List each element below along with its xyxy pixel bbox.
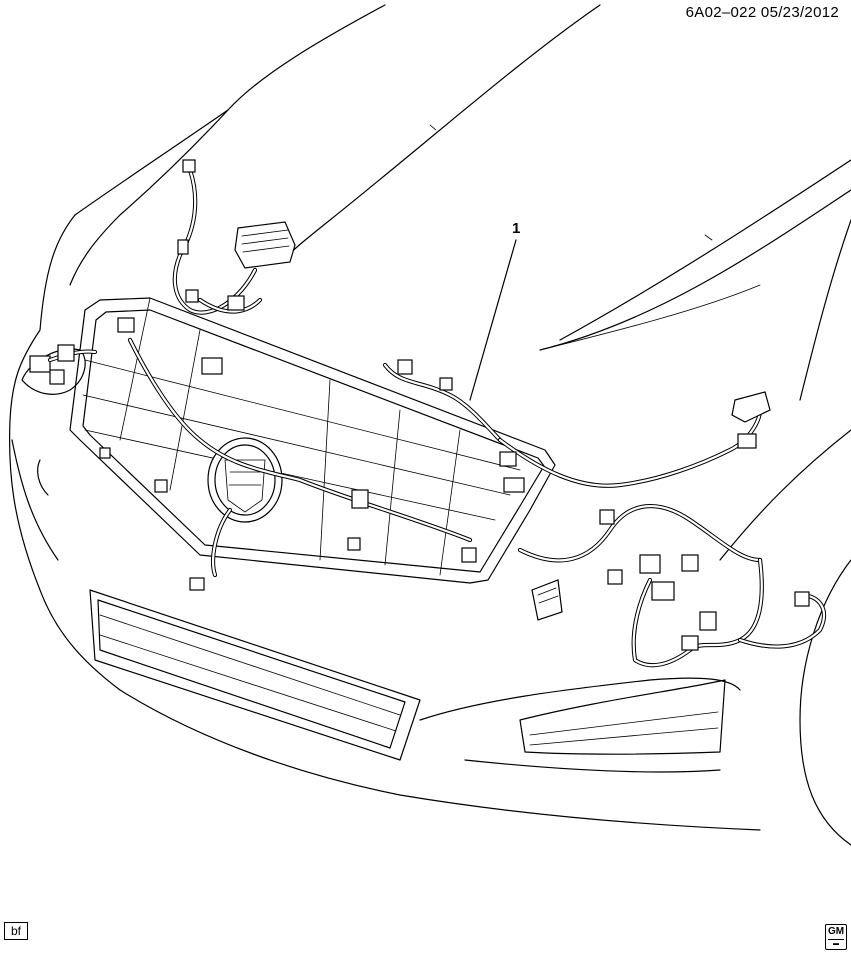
callout-leader-line <box>469 239 517 401</box>
callout-1: 1 <box>512 220 521 237</box>
gm-logo-subline: ▬ <box>828 939 844 948</box>
front-grille <box>69 297 556 584</box>
gm-logo-text: GM <box>827 926 845 937</box>
document-id-date: 6A02–022 05/23/2012 <box>685 4 839 21</box>
right-connector <box>731 391 771 423</box>
vehicle-body-outline <box>8 4 851 846</box>
lower-grille-left <box>89 589 421 761</box>
gm-logo: GM ▬ <box>825 924 847 950</box>
wiring-harness <box>47 167 826 668</box>
fuse-block <box>234 221 296 269</box>
lower-grille-right <box>519 679 726 755</box>
emblem <box>207 437 283 523</box>
harness-connectors <box>49 159 810 651</box>
headlamp-connector <box>29 355 51 373</box>
footer-code-box: bf <box>4 922 28 940</box>
left-headlamp <box>21 348 86 395</box>
